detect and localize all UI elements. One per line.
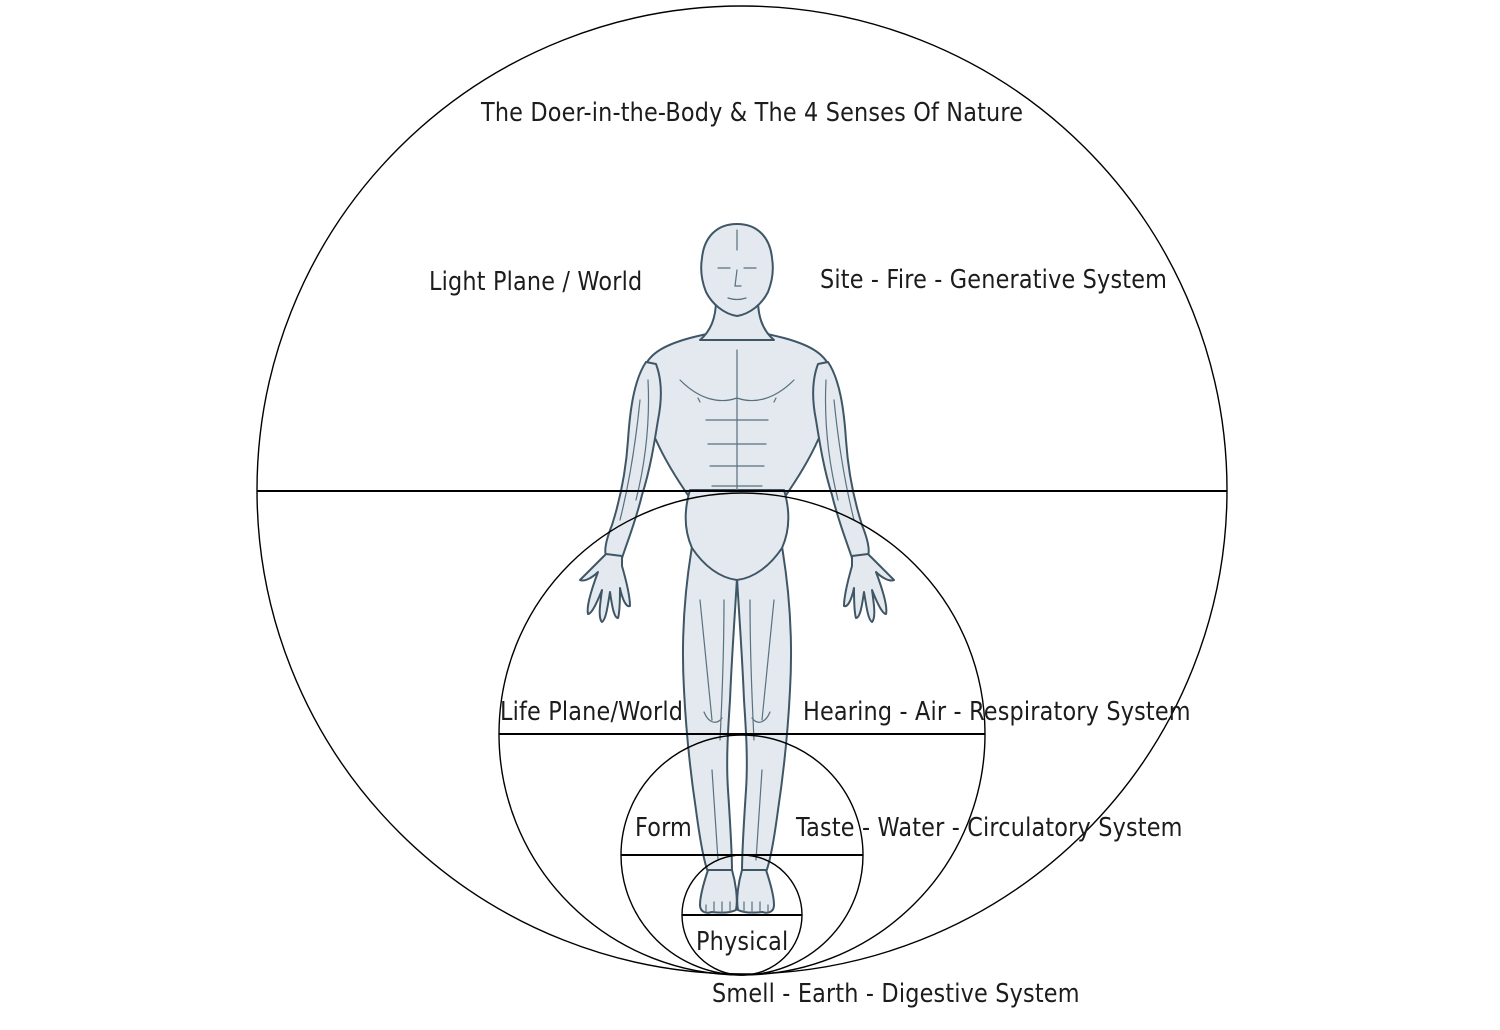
- pelvis: [684, 489, 790, 581]
- leg-muscles: [699, 599, 775, 861]
- right-arm: [812, 361, 870, 559]
- diagram-title: The Doer-in-the-Body & The 4 Senses Of N…: [481, 98, 1024, 128]
- right-foot: [736, 869, 775, 914]
- geometry-overlay: [256, 5, 1228, 976]
- arm-muscles: [619, 379, 855, 521]
- right-hand: [843, 553, 895, 623]
- form-plane-label: Form: [635, 813, 693, 843]
- hearing-air-label: Hearing - Air - Respiratory System: [803, 697, 1191, 727]
- toe-details: [705, 901, 769, 914]
- chest-muscles: [679, 349, 795, 491]
- sight-fire-label: Site - Fire - Generative System: [820, 265, 1168, 295]
- physical-plane-label: Physical: [696, 927, 789, 957]
- left-hand: [579, 553, 631, 623]
- neck: [699, 299, 775, 341]
- smell-earth-label: Smell - Earth - Digestive System: [712, 979, 1080, 1009]
- light-plane-label: Light Plane / World: [429, 267, 643, 297]
- face-details: [717, 229, 757, 301]
- life-plane-label: Life Plane/World: [500, 697, 684, 727]
- taste-water-label: Taste - Water - Circulatory System: [796, 813, 1183, 843]
- human-figure-illustration: [579, 223, 895, 914]
